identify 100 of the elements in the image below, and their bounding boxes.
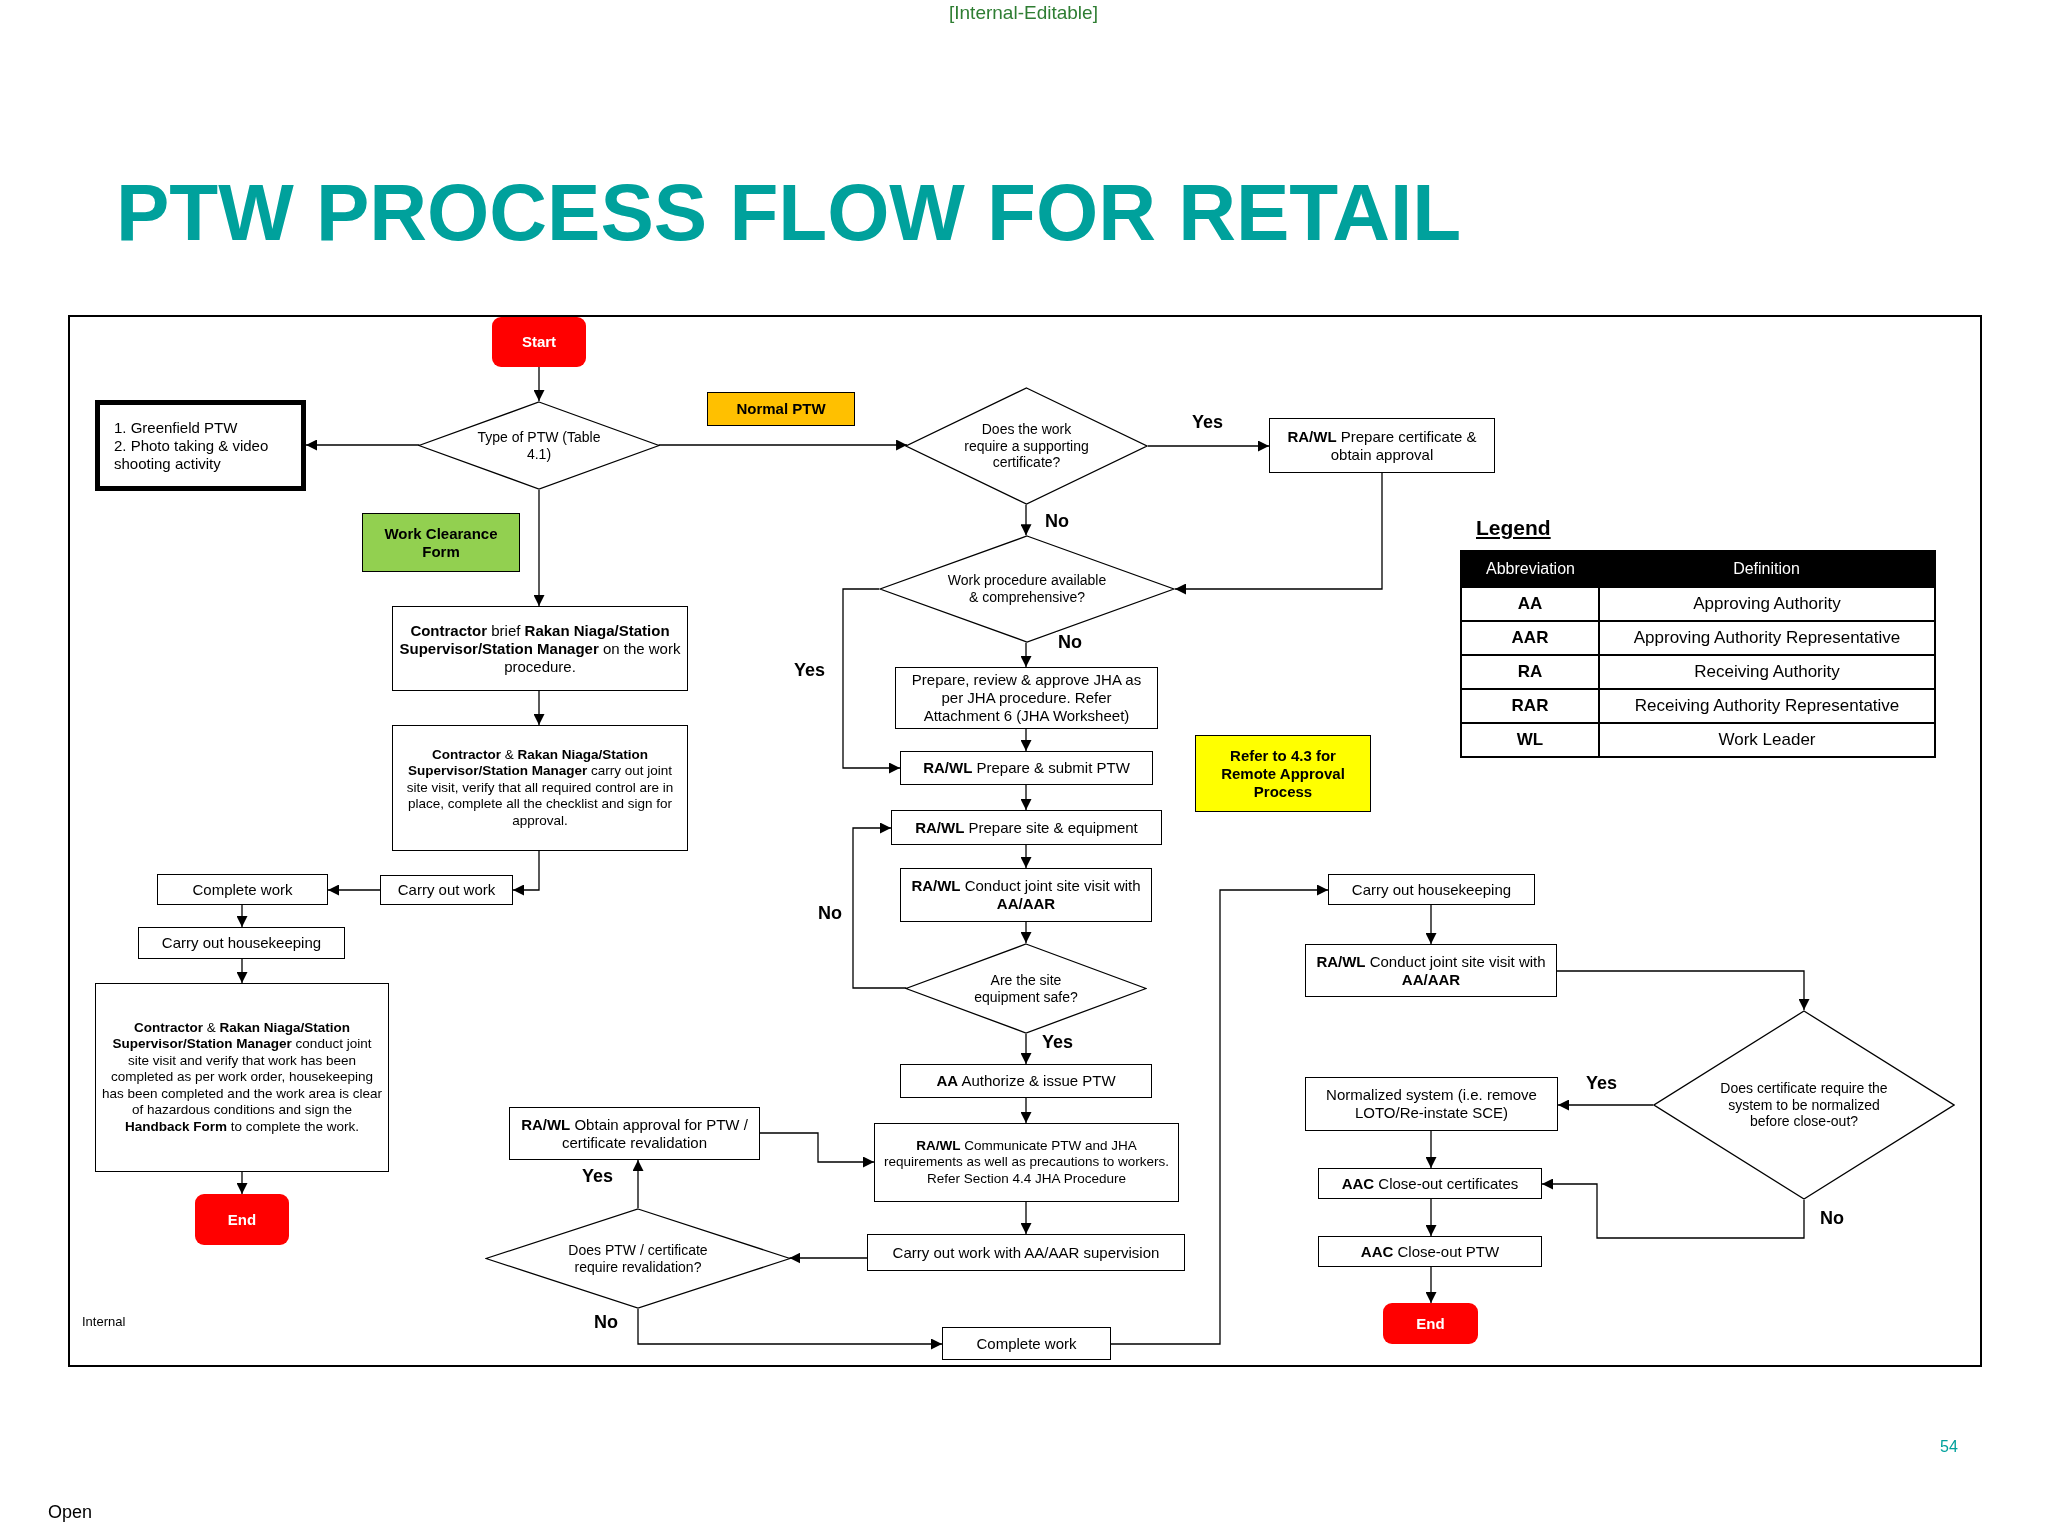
arrow xyxy=(305,439,420,451)
step-label: Contractor brief Rakan Niaga/Station Supervisor/Station Manager on the work procedure. xyxy=(399,621,681,676)
arrow xyxy=(1557,1099,1654,1111)
process-box xyxy=(1318,1236,1542,1267)
arrow xyxy=(1541,1178,1805,1239)
decision-label: Type of PTW (Table 4.1) xyxy=(476,428,602,463)
title: PTW PROCESS FLOW FOR RETAIL xyxy=(116,168,1462,258)
step-label: 1. Greenfield PTW xyxy=(114,418,238,437)
arrow xyxy=(1425,1266,1437,1304)
process-box xyxy=(895,667,1158,729)
arrow xyxy=(1020,728,1032,752)
table-cell: Approving Authority Representative xyxy=(1599,621,1935,655)
process-box xyxy=(900,868,1152,922)
table-cell: Receiving Authority Representative xyxy=(1599,689,1935,723)
terminal-box xyxy=(492,317,586,367)
arrow xyxy=(236,904,248,928)
process-box xyxy=(392,725,688,851)
step-label: RA/WL Prepare site & equipment xyxy=(915,818,1138,837)
arrow xyxy=(512,850,540,896)
step-label: AA Authorize & issue PTW xyxy=(936,1072,1116,1090)
step-label: AAC Close-out certificates xyxy=(1341,1174,1519,1193)
process-box xyxy=(95,983,389,1172)
decision-diamond xyxy=(1653,1010,1955,1200)
decision-label: Are the site equipment safe? xyxy=(973,971,1079,1006)
step-label: Complete work xyxy=(976,1334,1077,1353)
list-box xyxy=(95,400,306,491)
process-box xyxy=(138,927,345,959)
terminal-box xyxy=(195,1194,289,1245)
step-label: RA/WL Conduct joint site visit with AA/AAR xyxy=(1315,952,1547,989)
terminal-box xyxy=(1383,1303,1478,1344)
process-box xyxy=(1269,418,1495,473)
step-label: Carry out work with AA/AAR supervision xyxy=(892,1243,1160,1262)
step-label: Work Clearance Form xyxy=(383,524,499,561)
process-box xyxy=(380,875,513,905)
note-box xyxy=(362,513,520,572)
process-box xyxy=(157,874,328,905)
decision-label: Does the work require a supporting certificate? xyxy=(963,420,1090,472)
process-box xyxy=(874,1123,1179,1202)
arrow xyxy=(1020,504,1032,536)
arrow xyxy=(1020,844,1032,869)
arrow xyxy=(1020,642,1032,668)
arrow xyxy=(632,1159,644,1209)
classification-note: Open xyxy=(48,1502,93,1523)
step-label: Carry out housekeeping xyxy=(161,934,322,952)
classification-note: Internal xyxy=(82,1314,126,1329)
step-label: RA/WL Obtain approval for PTW / certificate revalidation xyxy=(520,1115,749,1152)
step-label: End xyxy=(227,1210,257,1229)
table-header: Abbreviation xyxy=(1461,551,1599,587)
note-box xyxy=(707,392,855,426)
classification-tag: [Internal-Editable] xyxy=(949,2,1098,24)
arrow xyxy=(533,366,545,402)
decision-diamond xyxy=(905,943,1147,1034)
process-box xyxy=(392,606,688,691)
decision-diamond xyxy=(485,1208,791,1309)
table-header: Definition xyxy=(1599,551,1935,587)
decision-diamond xyxy=(418,401,660,490)
arrow xyxy=(1174,472,1383,595)
process-box xyxy=(942,1327,1111,1360)
arrow xyxy=(236,1171,248,1195)
arrow xyxy=(1020,921,1032,944)
step-label: RA/WL Communicate PTW and JHA requirements as well as precautions to workers. Refer Section 4.4 JHA Procedure xyxy=(882,1137,1171,1188)
step-label: RA/WL Conduct joint site visit with AA/AAR xyxy=(910,877,1142,913)
legend-heading: Legend xyxy=(1476,516,1551,540)
arrow xyxy=(533,489,545,607)
decision-label: Work procedure available & comprehensive? xyxy=(946,572,1108,606)
arrow xyxy=(1020,1033,1032,1065)
arrow xyxy=(533,690,545,726)
step-label: Contractor & Rakan Niaga/Station Supervisor/Station Manager conduct joint site visit and verify that work has been completed as per work order, housekeeping has been completed and the work area is clear of hazardous conditions and sign the Handback Form to complete the work. xyxy=(102,1019,382,1136)
arrow xyxy=(1425,904,1437,945)
decision-label: Does certificate require the system to be normalized before close-out? xyxy=(1719,1079,1889,1131)
process-box xyxy=(900,1064,1152,1098)
step-label: Normalized system (i.e. remove LOTO/Re-instate SCE) xyxy=(1325,1086,1538,1122)
table-cell: Work Leader xyxy=(1599,723,1935,757)
step-label: Start xyxy=(521,333,557,351)
arrow xyxy=(1020,1097,1032,1124)
step-label: End xyxy=(1416,1314,1445,1333)
arrow xyxy=(1110,884,1329,1345)
process-box xyxy=(1318,1168,1542,1199)
arrow xyxy=(1020,1201,1032,1235)
arrow xyxy=(236,958,248,984)
decision-label: Does PTW / certificate require revalidation? xyxy=(567,1241,709,1276)
arrow xyxy=(1147,440,1270,452)
arrow xyxy=(637,1308,943,1350)
process-box xyxy=(509,1107,760,1160)
process-box xyxy=(1328,874,1535,905)
arrow xyxy=(852,822,907,989)
arrow xyxy=(327,884,381,896)
table-cell: AAR xyxy=(1461,621,1599,655)
arrow xyxy=(788,1252,868,1264)
process-box xyxy=(1305,1077,1558,1131)
arrow xyxy=(759,1132,875,1168)
step-label: Normal PTW xyxy=(736,400,826,418)
table-cell: WL xyxy=(1461,723,1599,757)
step-label: RA/WL Prepare certificate & obtain approval xyxy=(1286,427,1478,464)
arrow xyxy=(1020,784,1032,811)
table-cell: AA xyxy=(1461,587,1599,621)
step-label: Complete work xyxy=(192,880,293,899)
step-label: AAC Close-out PTW xyxy=(1360,1242,1500,1261)
process-box xyxy=(867,1234,1185,1271)
step-label: 2. Photo taking & video shooting activity xyxy=(114,436,270,473)
